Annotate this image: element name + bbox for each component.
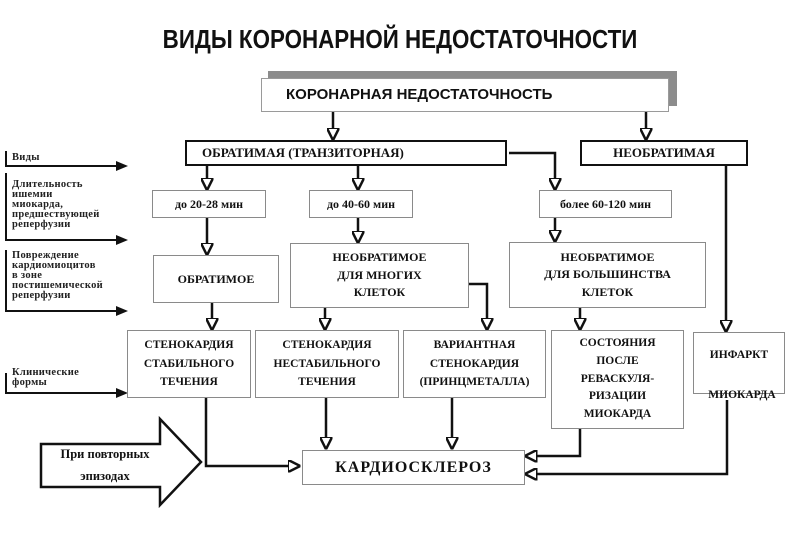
arrowhead-clinical (116, 388, 128, 398)
clinical-unstable-box: СТЕНОКАРДИЯ НЕСТАБИЛЬНОГО ТЕЧЕНИЯ (255, 330, 399, 398)
repeat-arrow-label: При повторных эпизодах (60, 447, 150, 483)
clinical-unstable-label: СТЕНОКАРДИЯ НЕСТАБИЛЬНОГО ТЕЧЕНИЯ (273, 339, 381, 389)
injury-reversible-label: ОБРАТИМОЕ (177, 271, 255, 286)
row-label-duration: Длительность ишемии миокарда, предшеству… (12, 179, 100, 230)
clinical-revasc-box: СОСТОЯНИЯ ПОСЛЕ РЕВАСКУЛЯ- РИЗАЦИИ МИОКА… (551, 330, 684, 429)
injury-many-box: НЕОБРАТИМОЕ ДЛЯ МНОГИХ КЛЕТОК (290, 243, 469, 308)
duration-box-3: более 60-120 мин (539, 190, 672, 218)
duration-label-3: более 60-120 мин (559, 196, 652, 211)
repeat-block-arrow (39, 415, 203, 509)
connector-revasc-outcome (526, 428, 582, 456)
reversible-type-label: ОБРАТИМАЯ (ТРАНЗИТОРНАЯ) (202, 145, 404, 161)
connector-stable-outcome (204, 398, 299, 466)
injury-most-box: НЕОБРАТИМОЕ ДЛЯ БОЛЬШИНСТВА КЛЕТОК (509, 242, 706, 308)
irreversible-type-box: НЕОБРАТИМАЯ (580, 140, 748, 166)
injury-most-label: НЕОБРАТИМОЕ ДЛЯ БОЛЬШИНСТВА КЛЕТОК (544, 249, 671, 299)
connector-inj2-variant (468, 282, 487, 329)
duration-label-2: до 40-60 мин (326, 196, 396, 211)
duration-box-1: до 20-28 мин (152, 190, 266, 218)
row-label-types: Виды (12, 152, 40, 163)
connector-infarct-outcome (526, 400, 729, 474)
arrowhead-duration (116, 235, 128, 245)
irreversible-type-label: НЕОБРАТИМАЯ (613, 145, 715, 161)
duration-box-2: до 40-60 мин (309, 190, 413, 218)
outcome-box: КАРДИОСКЛЕРОЗ (302, 450, 525, 485)
row-label-injury: Повреждение кардиомиоцитов в зоне постиш… (12, 250, 103, 301)
row-arrow-injury (5, 250, 118, 312)
clinical-infarct-label: ИНФАРКТ (709, 349, 769, 361)
reversible-type-box: ОБРАТИМАЯ (ТРАНЗИТОРНАЯ) (185, 140, 507, 166)
clinical-infarct-box: ИНФАРКТ (693, 332, 785, 394)
row-label-clinical: Клинические формы (12, 367, 80, 388)
clinical-revasc-label: СОСТОЯНИЯ ПОСЛЕ РЕВАСКУЛЯ- РИЗАЦИИ МИОКА… (579, 336, 656, 421)
clinical-variant-label: ВАРИАНТНАЯ СТЕНОКАРДИЯ (ПРИНЦМЕТАЛЛА) (419, 339, 530, 389)
row-arrow-types (5, 151, 118, 167)
clinical-variant-box: ВАРИАНТНАЯ СТЕНОКАРДИЯ (ПРИНЦМЕТАЛЛА) (403, 330, 546, 398)
duration-label-1: до 20-28 мин (174, 196, 244, 211)
arrowhead-types (116, 161, 128, 171)
injury-many-label: НЕОБРАТИМОЕ ДЛЯ МНОГИХ КЛЕТОК (332, 250, 427, 300)
root-box: КОРОНАРНАЯ НЕДОСТАТОЧНОСТЬ (261, 78, 669, 112)
row-arrow-duration (5, 173, 118, 241)
clinical-stable-label: СТЕНОКАРДИЯ СТАБИЛЬНОГО ТЕЧЕНИЯ (143, 339, 235, 389)
clinical-stable-box: СТЕНОКАРДИЯ СТАБИЛЬНОГО ТЕЧЕНИЯ (127, 330, 251, 398)
page-title: ВИДЫ КОРОНАРНОЙ НЕДОСТАТОЧНОСТИ (162, 24, 638, 54)
arrowhead-injury (116, 306, 128, 316)
injury-reversible-box: ОБРАТИМОЕ (153, 255, 279, 303)
row-arrow-clinical (5, 373, 118, 394)
outcome-label: КАРДИОСКЛЕРОЗ (335, 458, 492, 476)
connector-rev-d3 (509, 151, 555, 189)
clinical-infarct-label-bottom: МИОКАРДА (708, 389, 776, 401)
root-label: КОРОНАРНАЯ НЕДОСТАТОЧНОСТЬ (286, 85, 553, 103)
